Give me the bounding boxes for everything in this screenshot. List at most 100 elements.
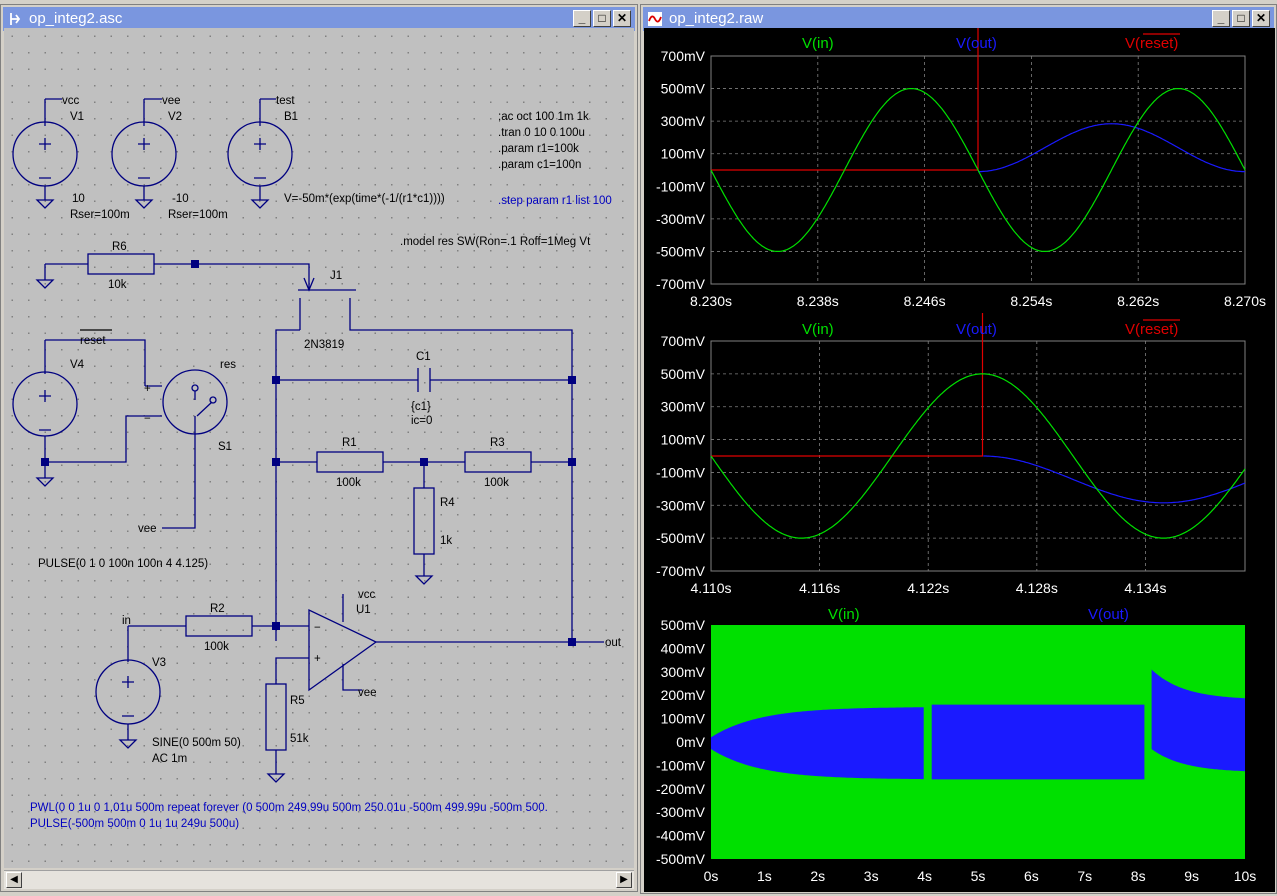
label-r5: R5 — [290, 695, 305, 707]
waveform-icon — [648, 12, 662, 26]
pane-3-y-tick-label: 400mV — [661, 640, 706, 656]
pane-2-legend-vreset[interactable]: V(reset) — [1125, 321, 1178, 338]
pane-2-vout-trace — [983, 455, 1246, 504]
label-r3: R3 — [490, 437, 505, 449]
pane-3-x-tick-label: 10s — [1234, 868, 1257, 884]
pane-1-y-tick-label: -100mV — [656, 178, 706, 194]
pane-1-y-tick-label: 100mV — [661, 146, 706, 162]
schematic-canvas[interactable]: vcc vee test V1 V2 B1 10 Rser=100m -10 R… — [4, 28, 634, 868]
directive-param-c1: .param c1=100n — [498, 159, 581, 171]
pane-2[interactable]: 700mV500mV300mV100mV-100mV-300mV-500mV-7… — [656, 313, 1246, 596]
label-vee-s1: vee — [138, 523, 157, 535]
label-r4-val: 1k — [440, 535, 452, 547]
pane-1-y-tick-label: 700mV — [661, 48, 706, 64]
schematic-drawing: vcc vee test V1 V2 B1 10 Rser=100m -10 R… — [12, 95, 622, 830]
maximize-button[interactable]: □ — [593, 10, 611, 27]
directive-tran: .tran 0 10 0 100u — [498, 127, 585, 139]
pane-3-x-tick-label: 9s — [1184, 868, 1199, 884]
plot-titlebar[interactable]: op_integ2.raw _ □ ✕ — [643, 7, 1274, 31]
directive-model: .model res SW(Ron=.1 Roff=1Meg Vt — [400, 236, 591, 248]
pane-1-vin-trace — [710, 88, 1246, 252]
pane-2-y-tick-label: 700mV — [661, 333, 706, 349]
pane-1-y-tick-label: -500mV — [656, 243, 706, 259]
pane-1-y-tick-label: -700mV — [656, 276, 706, 292]
plot-minimize-button[interactable]: _ — [1212, 10, 1230, 27]
label-v2-rser: Rser=100m — [168, 209, 228, 221]
label-vcc: vcc — [62, 95, 80, 107]
label-r3-val: 100k — [484, 477, 509, 489]
label-v2-val: -10 — [172, 193, 189, 205]
pane-3-vout-envelope — [711, 669, 1245, 780]
pane-1-y-tick-label: -300mV — [656, 211, 706, 227]
pane-2-legend-vin[interactable]: V(in) — [802, 321, 834, 338]
plot-maximize-button[interactable]: □ — [1232, 10, 1250, 27]
label-u1-minus: − — [314, 622, 321, 634]
label-test: test — [276, 95, 295, 107]
pane-3-legend-vout[interactable]: V(out) — [1088, 606, 1129, 623]
label-v3-sine: SINE(0 500m 50) — [152, 737, 241, 749]
pane-1-legend-vin[interactable]: V(in) — [802, 35, 834, 52]
label-c1-val: {c1} — [411, 401, 431, 413]
label-r6: R6 — [112, 241, 127, 253]
ltspice-schematic-icon — [10, 13, 21, 25]
pane-2-vreset-trace — [711, 313, 984, 457]
waveform-viewer[interactable]: 700mV 500mV 300mV 100mV -100mV -300mV -500mV -7… — [644, 28, 1275, 892]
label-b1: B1 — [284, 111, 298, 123]
label-s1-plus: + — [144, 383, 151, 395]
pane-1-x-tick-label: 8.254s — [1010, 293, 1052, 309]
pane-3-x-tick-label: 2s — [810, 868, 825, 884]
label-b1-expr: V=-50m*(exp(time*(-1/(r1*c1)))) — [284, 193, 445, 205]
label-u1-plus: + — [314, 653, 321, 665]
label-r2-val: 100k — [204, 641, 229, 653]
pane-2-x-tick-label: 4.110s — [691, 580, 732, 596]
pane-2-legend-vout[interactable]: V(out) — [956, 321, 997, 338]
label-v1: V1 — [70, 111, 84, 123]
label-v3: V3 — [152, 657, 166, 669]
pane-3-y-tick-label: -500mV — [656, 851, 706, 867]
pane-3-y-tick-label: -200mV — [656, 781, 706, 797]
pane-3-y-tick-label: 200mV — [661, 687, 706, 703]
directive-ac: ;ac oct 100 1m 1k — [498, 111, 589, 123]
scroll-right-arrow-icon[interactable]: ▶ — [616, 872, 632, 888]
label-u1: U1 — [356, 604, 371, 616]
pane-2-x-tick-label: 4.128s — [1016, 580, 1058, 596]
plot-window-title: op_integ2.raw — [669, 10, 764, 27]
plot-close-button[interactable]: ✕ — [1252, 10, 1270, 27]
label-r6-val: 10k — [108, 279, 127, 291]
pane-2-x-tick-label: 4.134s — [1124, 580, 1166, 596]
pane-2-x-tick-label: 4.122s — [907, 580, 949, 596]
pane-3-legend-vin[interactable]: V(in) — [828, 606, 860, 623]
pane-1-x-tick-label: 8.262s — [1117, 293, 1159, 309]
horizontal-scrollbar[interactable]: ◀ ▶ — [4, 870, 634, 889]
pane-2-y-tick-label: 100mV — [661, 432, 706, 448]
pane-3-x-tick-label: 4s — [917, 868, 932, 884]
label-pulse2: PULSE(-500m 500m 0 1u 1u 249u 500u) — [30, 818, 239, 830]
label-v2: V2 — [168, 111, 182, 123]
label-v4-pulse: PULSE(0 1 0 100n 100n 4 4.125) — [38, 558, 208, 570]
pane-3[interactable]: 500mV400mV300mV200mV100mV0mV-100mV-200mV… — [656, 606, 1256, 884]
scroll-left-arrow-icon[interactable]: ◀ — [6, 872, 22, 888]
pane-3-x-tick-label: 3s — [864, 868, 879, 884]
pane-2-y-tick-label: -700mV — [656, 563, 706, 579]
schematic-titlebar[interactable]: op_integ2.asc _ □ ✕ — [3, 7, 635, 31]
pane-1-vreset-trace — [711, 28, 979, 171]
label-j1-model: 2N3819 — [304, 339, 344, 351]
pane-1-legend-vreset[interactable]: V(reset) — [1125, 35, 1178, 52]
label-v3-ac: AC 1m — [152, 753, 187, 765]
pane-2-y-tick-label: -300mV — [656, 497, 706, 513]
pane-3-y-tick-label: 300mV — [661, 664, 706, 680]
pane-3-y-tick-label: -300mV — [656, 804, 706, 820]
pane-1-legend-vout[interactable]: V(out) — [956, 35, 997, 52]
pane-1[interactable]: 700mV500mV300mV100mV-100mV-300mV-500mV-7… — [656, 28, 1266, 309]
label-pwl: PWL(0 0 1u 0 1.01u 500m repeat forever (… — [30, 802, 548, 814]
minimize-button[interactable]: _ — [573, 10, 591, 27]
close-button[interactable]: ✕ — [613, 10, 631, 27]
pane-2-y-tick-label: 500mV — [661, 366, 706, 382]
pane-2-y-tick-label: 300mV — [661, 399, 706, 415]
pane-1-vout-trace — [978, 123, 1245, 173]
label-in: in — [122, 615, 131, 627]
label-r1: R1 — [342, 437, 357, 449]
label-out: out — [605, 637, 622, 649]
label-v1-val: 10 — [72, 193, 85, 205]
label-u1-vee: vee — [358, 687, 377, 699]
